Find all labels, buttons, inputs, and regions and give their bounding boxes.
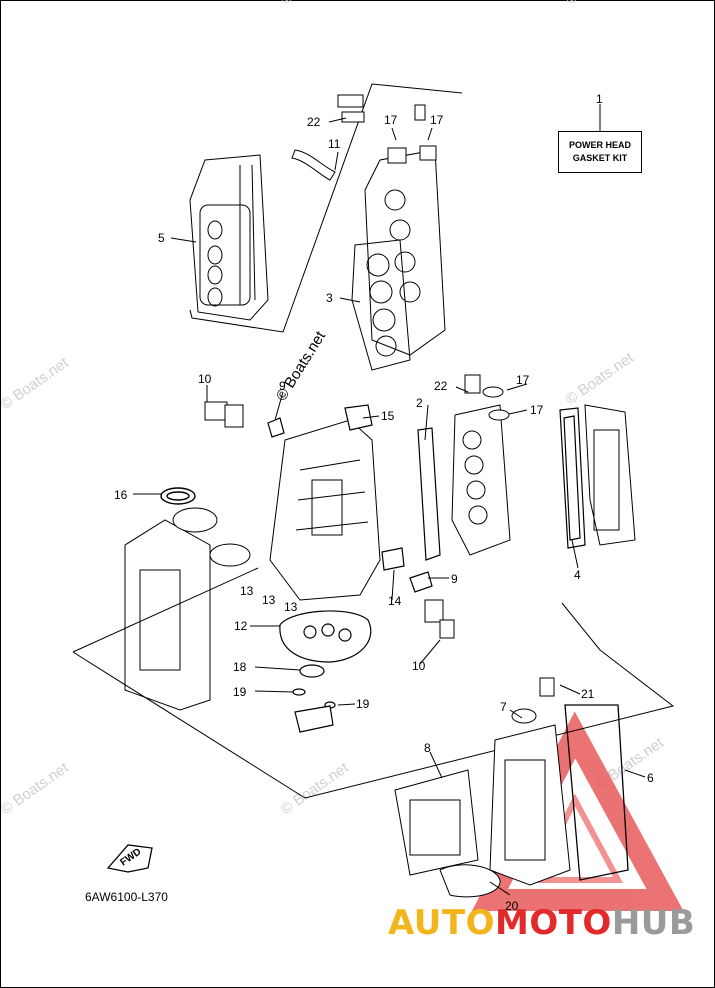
brand-part-auto: AUTO <box>388 903 495 943</box>
callout-17b: 17 <box>430 113 444 127</box>
callout-21: 21 <box>581 687 595 701</box>
head-gasket <box>351 239 411 371</box>
callout-3: 3 <box>326 291 333 305</box>
callout-22: 22 <box>307 115 321 129</box>
watermark: © Boats.net <box>278 0 353 8</box>
callout-10b: 10 <box>412 659 426 673</box>
callout-6: 6 <box>647 771 654 785</box>
figure-code: 6AW6100-L370 <box>85 890 168 904</box>
watermark: © Boats.net <box>563 349 638 408</box>
callout-19b: 19 <box>356 697 370 711</box>
callout-22b: 22 <box>434 379 448 393</box>
brand-part-hub: HUB <box>611 903 696 943</box>
callout-16: 16 <box>114 488 128 502</box>
cylinder-block <box>269 419 381 601</box>
lower-gaskets <box>267 404 433 733</box>
power-head-gasket-kit-label: POWER HEAD GASKET KIT <box>558 131 642 173</box>
callout-17: 17 <box>384 113 398 127</box>
callout-9b: 9 <box>451 572 458 586</box>
callout-labels: 1 2 3 4 5 6 7 8 9 9 10 10 11 12 13 13 13… <box>114 92 654 913</box>
callout-2: 2 <box>416 396 423 410</box>
callout-18: 18 <box>233 660 247 674</box>
callout-13b: 13 <box>262 593 276 607</box>
callout-group <box>133 104 646 896</box>
cylinder-head-lower-right <box>451 404 636 556</box>
callout-14: 14 <box>388 594 402 608</box>
fwd-arrow: FWD <box>106 844 153 873</box>
callout-1: 1 <box>596 92 603 106</box>
callout-10: 10 <box>198 372 212 386</box>
callout-20: 20 <box>505 899 519 913</box>
oil-seal <box>160 487 196 505</box>
callout-12: 12 <box>234 619 248 633</box>
callout-17d: 17 <box>530 403 544 417</box>
kit-line-2: GASKET KIT <box>572 153 628 163</box>
callout-8: 8 <box>424 741 431 755</box>
brand-part-moto: MOTO <box>494 903 612 943</box>
lower-group-outline <box>72 567 675 799</box>
head-group-outline <box>189 83 463 333</box>
callout-13c: 13 <box>284 600 298 614</box>
head-cover-gaskets <box>417 407 586 561</box>
cylinder-head-right <box>364 145 446 356</box>
callout-9: 9 <box>279 379 286 393</box>
callout-17c: 17 <box>516 373 530 387</box>
callout-4: 4 <box>574 568 581 582</box>
watermark: © Boats.net <box>563 0 638 8</box>
crankcase-assembly <box>124 507 251 711</box>
thermostat-parts-top <box>291 94 426 181</box>
callout-19: 19 <box>233 685 247 699</box>
watermark: © Boats.net <box>0 354 72 413</box>
thermostat-parts <box>204 374 510 639</box>
watermark: © Boats.net <box>0 759 72 818</box>
callout-5: 5 <box>158 231 165 245</box>
cylinder-head-left <box>189 154 269 321</box>
callout-15: 15 <box>381 409 395 423</box>
callout-11: 11 <box>328 137 341 151</box>
callout-7: 7 <box>500 700 507 714</box>
automotohub-logo: AUTOMOTOHUB <box>388 903 695 943</box>
kit-line-1: POWER HEAD <box>568 140 631 150</box>
callout-13: 13 <box>240 584 254 598</box>
exhaust-manifold <box>394 677 629 898</box>
